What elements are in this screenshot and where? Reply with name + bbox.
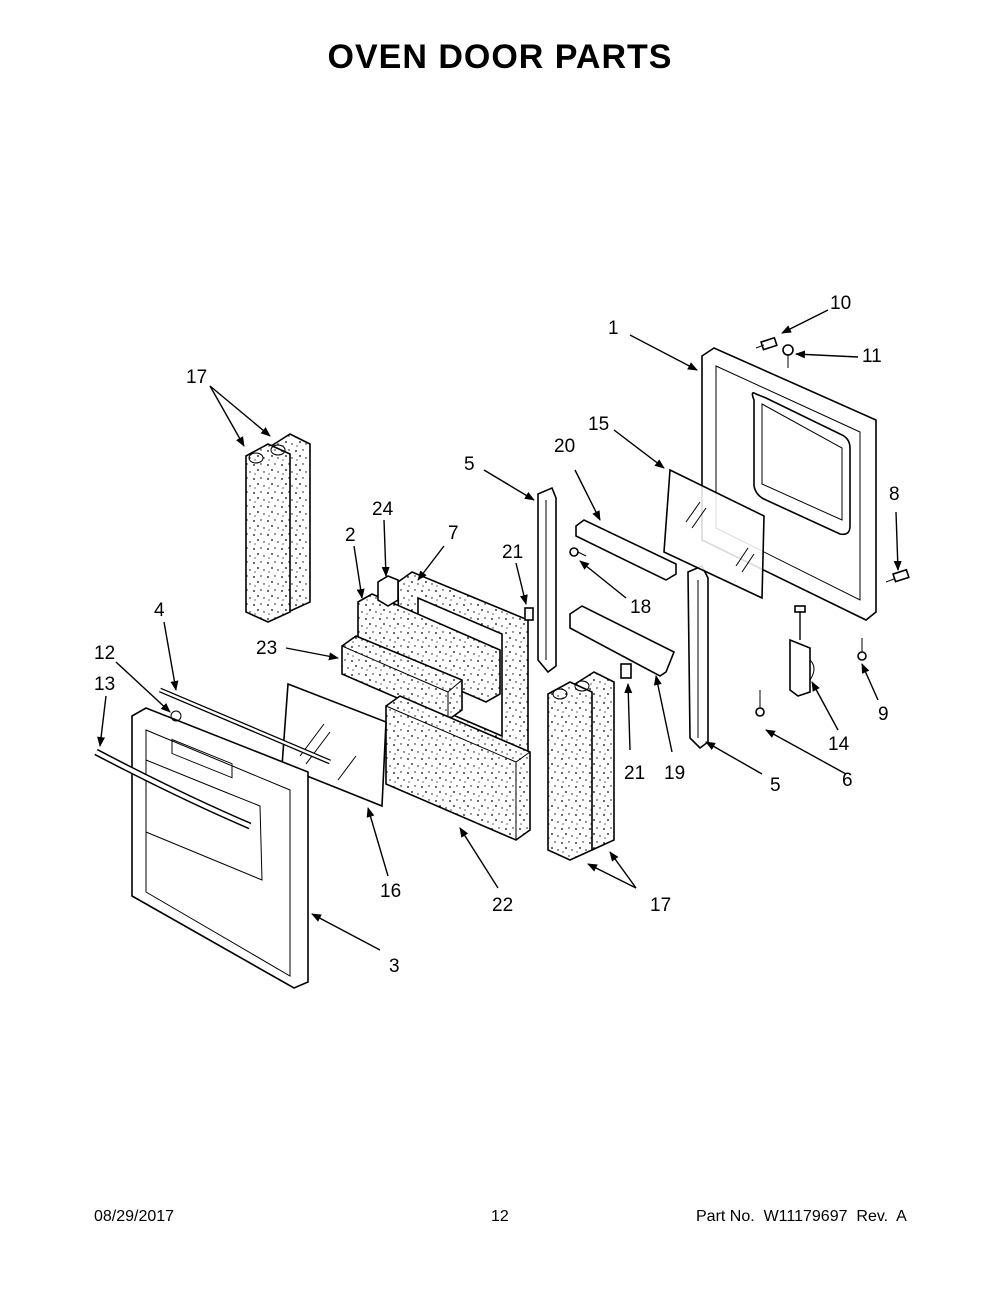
callout-19: 19 [664,763,685,784]
callout-17-upper: 17 [186,367,207,388]
screw-6 [755,690,765,717]
clip-21-lower [620,663,632,679]
callout-11: 11 [862,346,882,367]
callout-15: 15 [588,414,609,435]
callout-16: 16 [380,881,401,902]
vent-duct-19 [569,605,676,677]
callout-5-left: 5 [464,454,475,475]
insulation-block-17-upper [245,433,311,623]
callout-5-right: 5 [770,775,781,796]
callout-13: 13 [94,674,115,695]
clip-21-upper [524,607,534,621]
callout-8: 8 [889,484,900,505]
callout-6: 6 [842,770,853,791]
insulation-panel-22 [385,695,531,841]
callout-21-lower: 21 [624,763,645,784]
screw-8 [885,568,910,583]
screw-10 [755,336,778,351]
footer-date: 08/29/2017 [94,1208,175,1225]
callout-18: 18 [630,597,651,618]
door-glass-15 [663,468,765,600]
callout-2: 2 [345,525,356,546]
insulation-bar-23 [341,635,463,721]
callout-9: 9 [878,704,889,725]
insulation-block-17-lower [547,671,615,861]
leader-lines [97,309,902,951]
callout-12: 12 [94,643,115,664]
footer-part-number: Part No. W11179697 Rev. A [696,1208,907,1225]
screw-9 [857,638,867,661]
callout-3: 3 [389,956,400,977]
bracket-20 [575,519,677,581]
hinge-channel-5-right [687,564,709,750]
callout-22: 22 [492,895,513,916]
callout-14: 14 [828,734,850,755]
callout-24: 24 [372,499,394,520]
callout-17-lower: 17 [650,895,671,916]
callout-23: 23 [256,638,277,659]
callout-21-upper: 21 [502,542,523,563]
callout-labels: 1 2 3 4 5 5 6 7 8 9 10 11 12 13 14 15 16… [94,293,900,977]
callout-4: 4 [154,600,165,621]
screw-11 [782,344,794,368]
callout-7: 7 [448,523,459,544]
page-title: OVEN DOOR PARTS [327,38,673,76]
hinge-14 [789,605,815,697]
callout-10: 10 [830,293,851,314]
callout-20: 20 [554,436,575,457]
screw-18 [569,547,587,557]
hinge-channel-5-left [537,486,557,674]
outer-door-3 [94,707,309,989]
footer-page-number: 12 [491,1208,509,1225]
callout-1: 1 [608,318,619,339]
